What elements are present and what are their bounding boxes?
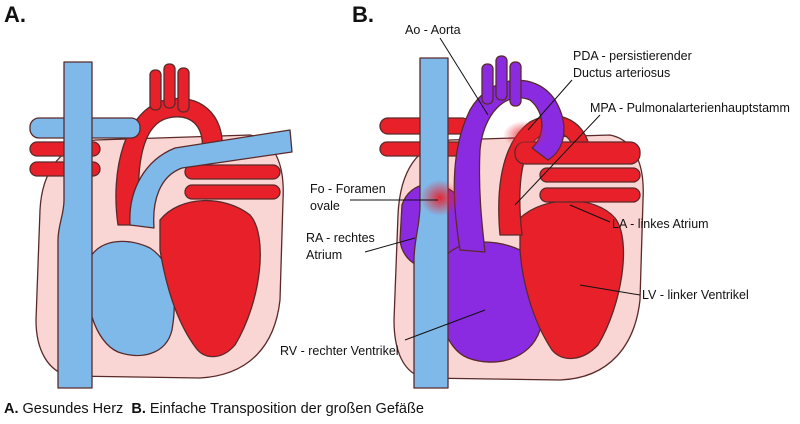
leader-lv xyxy=(579,284,641,296)
right-ventricle-a xyxy=(85,240,175,357)
panel-letter-b: B. xyxy=(352,2,374,27)
pulmonary-trunk-a xyxy=(129,129,293,229)
panel-letter-a: A. xyxy=(4,2,26,27)
left-ventricle-b xyxy=(519,200,625,360)
figure-caption: A. Gesundes Herz B. Einfache Transpositi… xyxy=(4,401,424,417)
pda-shunt-glow xyxy=(503,121,547,149)
label-ao: Ao - Aorta xyxy=(405,23,461,37)
aorta-b xyxy=(453,79,565,253)
label-lv: LV - linker Ventrikel xyxy=(642,288,749,302)
panel-b-transposition xyxy=(379,55,644,389)
leader-pda xyxy=(527,79,573,131)
aortic-branch-1-a xyxy=(149,69,162,111)
leader-mpa xyxy=(514,114,601,206)
foramen-ovale-glow xyxy=(420,180,460,216)
label-ra-line2: Atrium xyxy=(306,248,342,262)
label-mpa: MPA - Pulmonalarterienhauptstamm xyxy=(590,101,790,115)
pulmonary-vein-3-a xyxy=(184,164,281,180)
caption-b-key: B. xyxy=(131,401,146,417)
leader-ao xyxy=(439,37,489,116)
aortic-branch-3-b xyxy=(509,61,522,107)
leader-lines xyxy=(350,37,641,341)
aortic-branch-2-b xyxy=(495,55,508,101)
caption-a-text: Gesundes Herz xyxy=(18,401,124,417)
pulmonary-vein-4-b xyxy=(539,187,641,203)
aortic-branch-1-b xyxy=(481,63,494,105)
label-fo-line1: Fo - Foramen xyxy=(310,182,386,196)
pulmonary-vein-3-b xyxy=(539,167,641,183)
caption-a-key: A. xyxy=(4,401,19,417)
leader-ra xyxy=(364,237,416,253)
label-ra-line1: RA - rechtes xyxy=(306,231,375,245)
aortic-branch-2-a xyxy=(163,63,176,109)
label-fo-line2: ovale xyxy=(310,199,340,213)
leader-rv xyxy=(404,309,486,341)
leader-la xyxy=(569,204,611,223)
label-rv: RV - rechter Ventrikel xyxy=(280,344,399,358)
vena-cava-a xyxy=(57,61,93,389)
label-pda-line1: PDA - persistierender xyxy=(573,49,692,63)
caption-b-text: Einfache Transposition der großen Gefäße xyxy=(145,401,424,417)
aortic-branch-3-a xyxy=(177,67,190,113)
pulmonary-vein-4-a xyxy=(184,184,281,200)
label-la: LA - linkes Atrium xyxy=(612,217,709,231)
label-pda-line2: Ductus arteriosus xyxy=(573,66,670,80)
panel-a-healthy-heart xyxy=(29,61,293,389)
left-ventricle-a xyxy=(159,199,261,358)
vena-cava-b xyxy=(413,57,449,389)
